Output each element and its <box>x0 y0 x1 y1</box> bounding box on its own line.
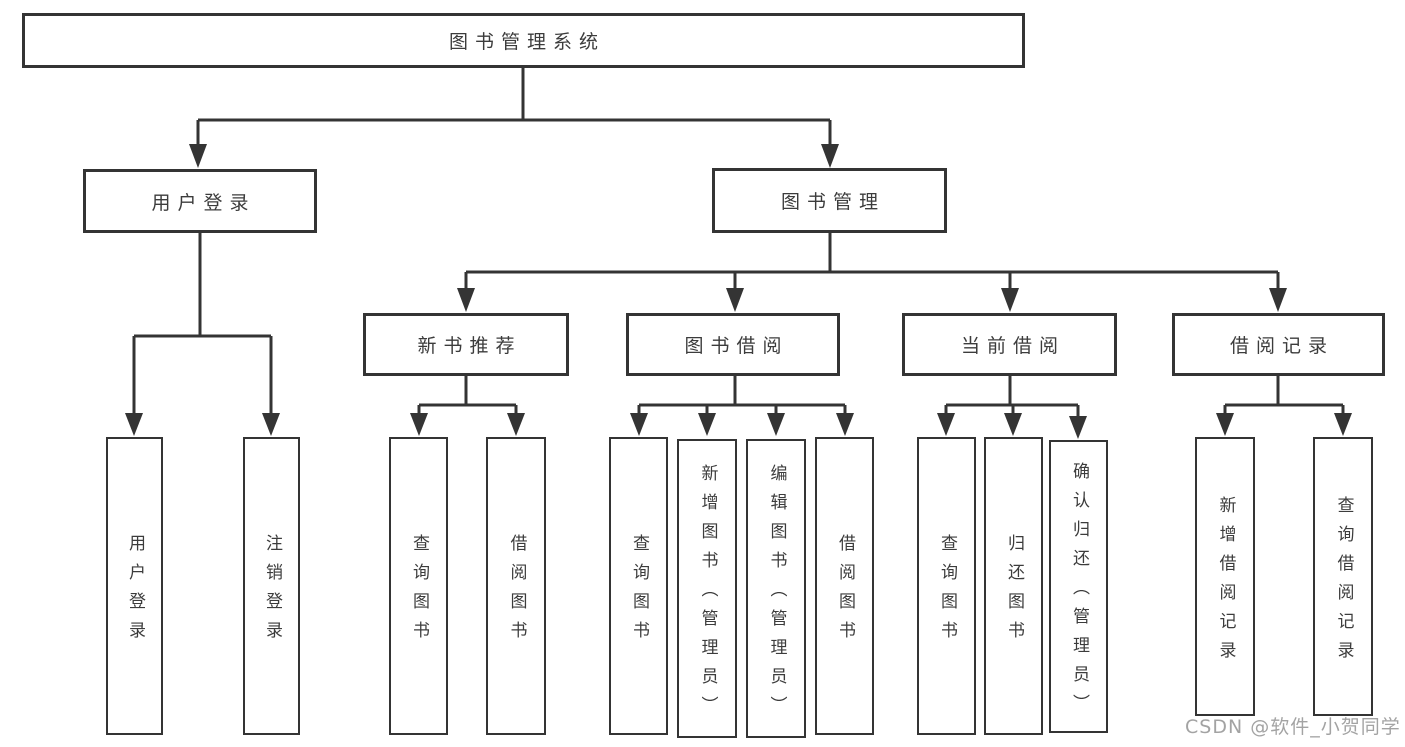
leaf-add-borrow-record: 新增借阅记录 <box>1195 437 1255 716</box>
arrowhead <box>410 413 428 436</box>
node-new-book-recommend: 新书推荐 <box>363 313 569 376</box>
arrowhead <box>698 413 716 436</box>
arrowhead <box>1001 288 1019 312</box>
arrowhead <box>189 144 207 168</box>
arrowhead <box>457 288 475 312</box>
leaf-query-books-recommend: 查询图书 <box>389 437 448 735</box>
node-current-borrow: 当前借阅 <box>902 313 1117 376</box>
arrowhead <box>630 413 648 436</box>
leaf-query-borrow-record: 查询借阅记录 <box>1313 437 1373 716</box>
arrowhead <box>125 413 143 436</box>
leaf-borrow-books-recommend: 借阅图书 <box>486 437 546 735</box>
node-book-borrow: 图书借阅 <box>626 313 840 376</box>
leaf-add-book-admin: 新增图书（管理员） <box>677 439 737 738</box>
arrowhead <box>836 413 854 436</box>
node-user-login: 用户登录 <box>83 169 317 233</box>
arrowhead <box>767 413 785 436</box>
arrowhead <box>262 413 280 436</box>
arrowhead <box>1004 413 1022 436</box>
watermark: CSDN @软件_小贺同学 <box>1185 716 1401 738</box>
arrowhead <box>1069 416 1087 439</box>
leaf-borrow-books: 借阅图书 <box>815 437 874 735</box>
leaf-logout: 注销登录 <box>243 437 300 735</box>
node-book-management: 图书管理 <box>712 168 947 233</box>
arrowhead <box>726 288 744 312</box>
leaf-return-book: 归还图书 <box>984 437 1043 735</box>
arrowhead <box>1334 413 1352 436</box>
leaf-query-books-borrow: 查询图书 <box>609 437 668 735</box>
arrowhead <box>507 413 525 436</box>
node-library-system: 图书管理系统 <box>22 13 1025 68</box>
arrowhead <box>1216 413 1234 436</box>
leaf-query-books-current: 查询图书 <box>917 437 976 735</box>
leaf-edit-book-admin: 编辑图书（管理员） <box>746 439 806 738</box>
node-borrow-records: 借阅记录 <box>1172 313 1385 376</box>
leaf-user-login: 用户登录 <box>106 437 163 735</box>
arrowhead <box>937 413 955 436</box>
arrowhead <box>821 144 839 168</box>
leaf-confirm-return-admin: 确认归还（管理员） <box>1049 440 1108 733</box>
arrowhead <box>1269 288 1287 312</box>
